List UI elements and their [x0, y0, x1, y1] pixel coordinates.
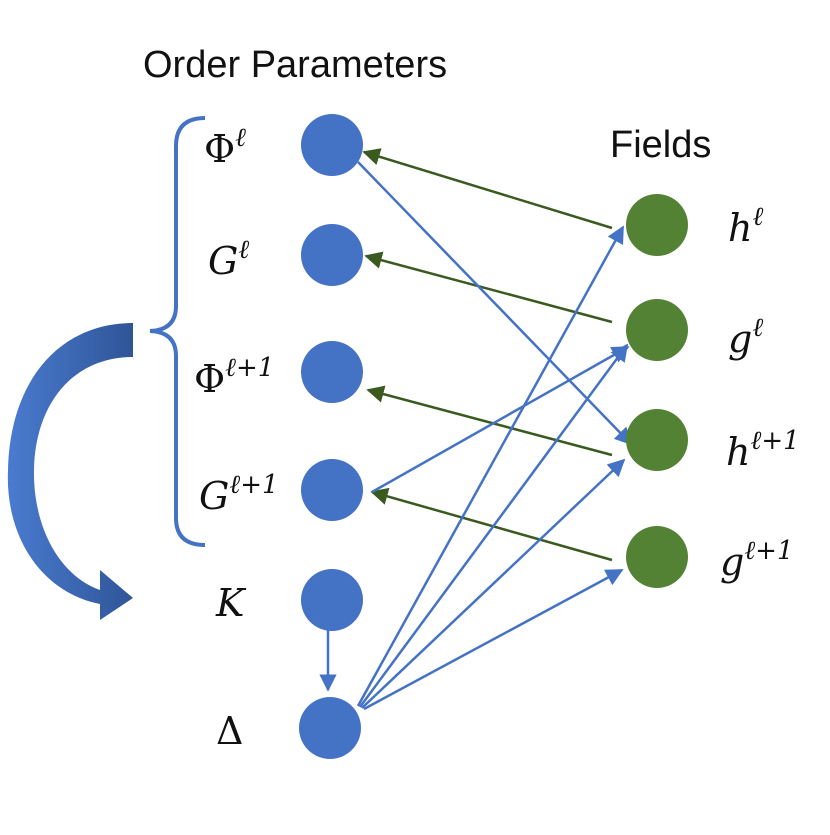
label-base: g [728, 317, 753, 361]
edge-g-l-to-G-l [364, 251, 613, 324]
curved-flow-arrow [7, 323, 133, 620]
label-sup: ℓ [752, 313, 764, 343]
edge-G-l1-to-g-l [371, 345, 630, 494]
label-phi-l: Φℓ [204, 125, 246, 168]
label-g-l1: gℓ+1 [720, 538, 793, 581]
label-sup: ℓ [235, 123, 246, 153]
field-node-h_l [626, 194, 688, 256]
edge-Delta-to-h-l [356, 225, 625, 707]
edges-layer [319, 148, 633, 711]
label-base: Φ [204, 127, 236, 171]
field-node-g_l1 [626, 526, 688, 588]
label-base: G [199, 474, 230, 518]
order-node-phi_l1 [301, 341, 363, 403]
order-node-G_l1 [301, 459, 363, 521]
edge-Delta-to-h-l1 [361, 458, 626, 709]
order-node-Delta [299, 697, 361, 759]
edge-Delta-to-g-l [358, 343, 629, 708]
label-sup: ℓ+1 [750, 426, 800, 456]
label-sup: ℓ [752, 202, 764, 232]
edge-h-l1-to-phi-l1 [366, 385, 613, 457]
label-h-l: hℓ [728, 204, 763, 247]
label-sup: ℓ+1 [744, 536, 794, 566]
label-sup: ℓ+1 [225, 353, 275, 383]
order-node-G_l [301, 224, 363, 286]
field-node-h_l1 [626, 409, 688, 471]
edge-phi-l-to-h-l1 [357, 161, 633, 446]
label-phi-l1: Φℓ+1 [194, 355, 274, 398]
order-parameters-heading: Order Parameters [143, 44, 448, 86]
label-base: Δ [216, 709, 244, 753]
label-base: h [728, 206, 753, 250]
label-K: K [216, 584, 244, 622]
label-sup: ℓ [238, 235, 250, 265]
label-base: K [216, 581, 245, 625]
label-h-l1: hℓ+1 [726, 428, 800, 471]
fields-heading: Fields [610, 124, 712, 166]
label-base: Φ [194, 357, 226, 401]
label-G-l: Gℓ [208, 237, 249, 280]
label-base: G [208, 239, 239, 283]
label-base: g [720, 540, 745, 584]
field-node-g_l [626, 299, 688, 361]
edge-h-l-to-phi-l [362, 148, 613, 230]
label-Delta: Δ [216, 712, 243, 750]
label-G-l1: Gℓ+1 [199, 472, 279, 515]
label-g-l: gℓ [728, 315, 763, 358]
label-base: h [726, 430, 751, 474]
edge-Delta-to-g-l1 [363, 568, 624, 711]
order-node-K [301, 569, 363, 631]
order-parameters-bracket [149, 116, 206, 547]
nodes-layer [299, 114, 688, 759]
order-node-phi_l [301, 114, 363, 176]
label-sup: ℓ+1 [229, 470, 279, 500]
